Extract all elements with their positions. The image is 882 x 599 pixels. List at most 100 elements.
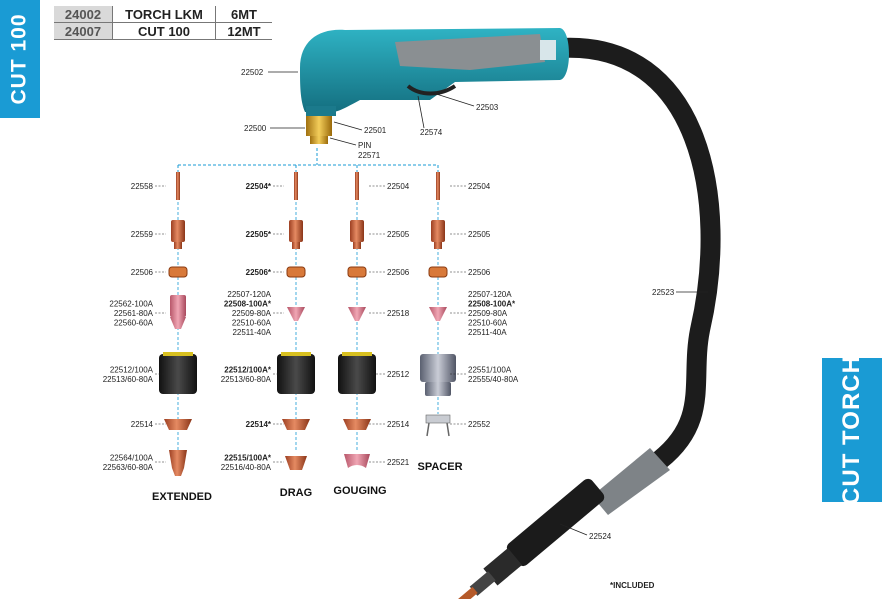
labels-layer: 22558 22559 22506 22562-100A22561-80A22560-… [103, 182, 519, 503]
side-tab-right: CUT TORCH [822, 355, 882, 505]
nozzle-part [170, 295, 186, 329]
part-label: 22561-80A [114, 309, 154, 318]
nozzle-part [287, 307, 305, 321]
tip-part [169, 450, 187, 476]
side-tab-left: CUT 100 [0, 0, 40, 118]
shield-part [425, 414, 451, 437]
part-label: 22505 [468, 230, 491, 239]
column-caption: DRAG [280, 487, 312, 499]
part-label: 22506 [131, 268, 154, 277]
diffuser-part [171, 220, 185, 249]
callout-label: PIN [358, 141, 372, 150]
ring-part [168, 266, 188, 278]
part-label: 22551/100A [468, 365, 512, 374]
model-length: 6MT [215, 6, 272, 23]
part-label: 22513/60-80A [221, 375, 272, 384]
electrode-part [294, 172, 298, 200]
cup-part [277, 352, 315, 394]
part-label: 22563/60-80A [103, 463, 154, 472]
part-label: 22564/100A [110, 453, 154, 462]
part-label: 22506* [246, 268, 272, 277]
part-label: 22504 [468, 182, 491, 191]
part-label: 22508-100A* [468, 300, 516, 309]
callout-label: 22502 [241, 68, 264, 77]
model-length: 12MT [215, 22, 272, 40]
callout-leader [429, 91, 475, 107]
part-label: 22560-60A [114, 319, 154, 328]
model-name: TORCH LKM [112, 6, 216, 23]
column-caption: EXTENDED [152, 491, 212, 503]
model-table: 24002 TORCH LKM 6MT 24007 CUT 100 12MT [54, 6, 272, 40]
cup-part [338, 352, 376, 394]
column-caption: SPACER [417, 461, 462, 473]
torch-cable [550, 37, 721, 470]
part-label: 22507-120A [227, 290, 271, 299]
part-label: 22513/60-80A [103, 375, 154, 384]
shield-part [282, 419, 310, 430]
electrode-part [176, 172, 180, 200]
diffuser-part [350, 220, 364, 249]
model-row: 24007 CUT 100 12MT [54, 22, 272, 40]
column-caption: GOUGING [333, 485, 386, 497]
cup-part [420, 354, 456, 396]
part-label: 22515/100A* [224, 453, 272, 462]
part-label: 22509-80A [468, 309, 508, 318]
callout-label: 22503 [476, 103, 499, 112]
part-label: 22514* [246, 420, 272, 429]
torch-connector [441, 478, 605, 599]
model-code: 24007 [54, 22, 113, 40]
part-label: 22512/100A [110, 365, 154, 374]
model-name: CUT 100 [112, 22, 216, 40]
part-label: 22521 [387, 458, 410, 467]
callout-leader [333, 121, 363, 131]
cup-part [159, 352, 197, 394]
part-label: 22507-120A [468, 290, 512, 299]
part-label: 22504* [246, 182, 272, 191]
shield-part [343, 419, 371, 430]
torch-head [300, 28, 569, 116]
callout-leader [559, 523, 588, 536]
nozzle-part [348, 307, 366, 321]
part-label: 22558 [131, 182, 154, 191]
tip-part [285, 456, 307, 470]
tip-part [344, 454, 370, 468]
ring-part [347, 266, 367, 278]
callout-label: 22500 [244, 124, 267, 133]
part-label: 22555/40-80A [468, 375, 519, 384]
distribution-line [177, 148, 439, 172]
part-label: 22559 [131, 230, 154, 239]
callout-label: 22524 [589, 532, 612, 541]
part-label: 22505* [246, 230, 272, 239]
model-row: 24002 TORCH LKM 6MT [54, 6, 272, 23]
part-label: 22552 [468, 420, 491, 429]
part-label: 22508-100A* [224, 300, 272, 309]
part-label: 22512/100A* [224, 365, 272, 374]
part-label: 22506 [387, 268, 410, 277]
ring-part [428, 266, 448, 278]
nozzle-part [429, 307, 447, 321]
part-label: 22505 [387, 230, 410, 239]
part-label: 22514 [387, 420, 410, 429]
part-label: 22518 [387, 309, 410, 318]
electrode-part [436, 172, 440, 200]
cable-shroud [592, 448, 670, 515]
part-label: 22562-100A [109, 300, 153, 309]
part-label: 22511-40A [232, 328, 271, 337]
diffuser-part [431, 220, 445, 249]
parts-layer [159, 172, 456, 476]
ring-part [286, 266, 306, 278]
torch-nozzle-holder [306, 116, 332, 144]
part-label: 22512 [387, 370, 410, 379]
callout-label: 22501 [364, 126, 387, 135]
part-label: 22511-40A [468, 328, 507, 337]
part-label: 22514 [131, 420, 154, 429]
part-label: 22510-60A [468, 319, 508, 328]
diffuser-part [289, 220, 303, 249]
part-label: 22504 [387, 182, 410, 191]
callout-label: 22523 [652, 288, 675, 297]
callout-leader [417, 95, 425, 129]
callout-label: 22571 [358, 151, 381, 160]
callout-label: 22574 [420, 128, 443, 137]
